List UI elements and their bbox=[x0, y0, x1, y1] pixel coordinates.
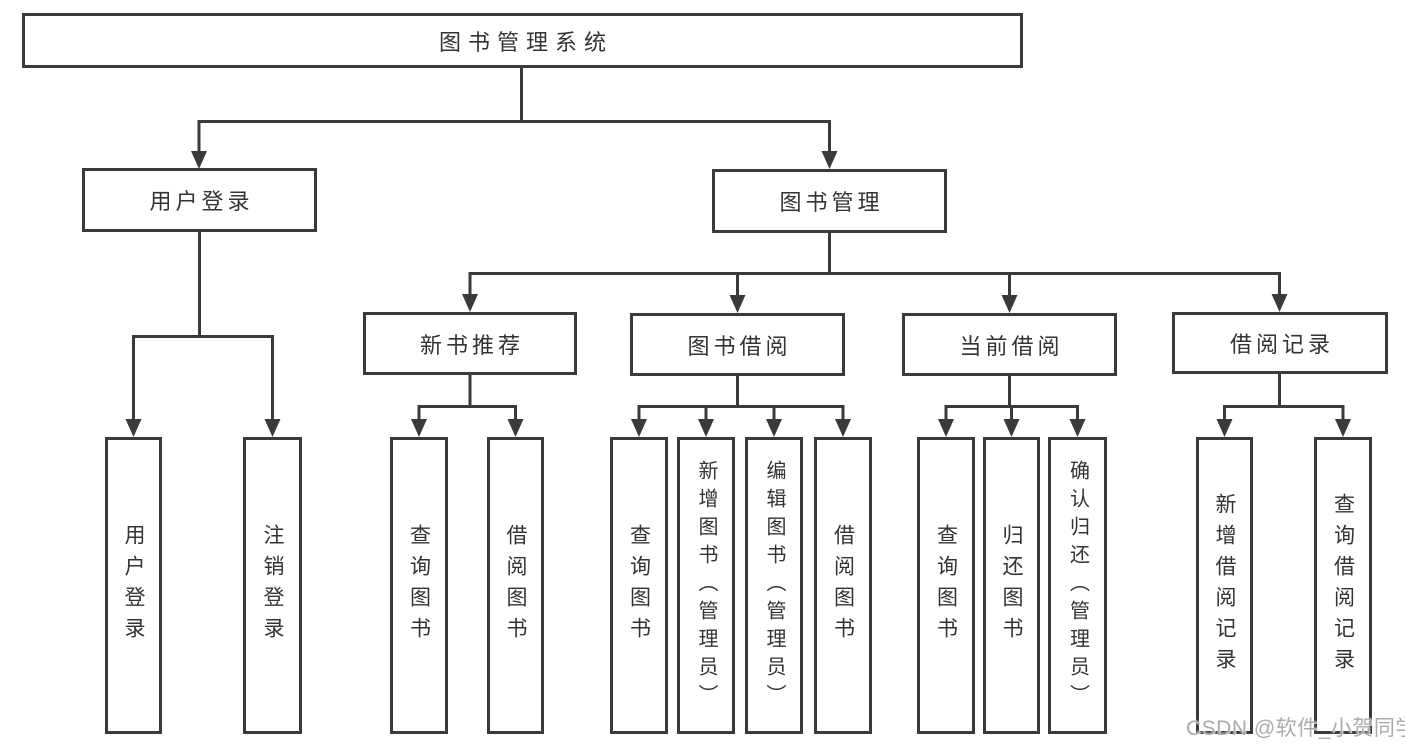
leaf-borrowing-query-books: 查询图书 bbox=[610, 437, 668, 734]
node-root: 图书管理系统 bbox=[22, 13, 1023, 68]
csdn-watermark: CSDN @软件_小贺同学 bbox=[1186, 717, 1405, 740]
leaf-records-query-record: 查询借阅记录 bbox=[1314, 437, 1372, 734]
leaf-borrowing-query-books-label: 查询图书 bbox=[627, 523, 651, 648]
leaf-borrowing-borrow-books: 借阅图书 bbox=[814, 437, 872, 734]
node-current-borrowing: 当前借阅 bbox=[902, 313, 1117, 376]
leaf-logout: 注销登录 bbox=[243, 437, 302, 734]
leaf-newbook-query-books: 查询图书 bbox=[390, 437, 448, 734]
leaf-user-login: 用户登录 bbox=[105, 437, 162, 734]
leaf-borrowing-add-books-admin-label: 新增图书（管理员） bbox=[695, 459, 717, 712]
node-current-borrowing-label: 当前借阅 bbox=[959, 333, 1064, 359]
leaf-current-confirm-return-admin: 确认归还（管理员） bbox=[1048, 437, 1107, 734]
leaf-records-query-record-label: 查询借阅记录 bbox=[1331, 492, 1355, 679]
node-book-borrowing-label: 图书借阅 bbox=[687, 333, 792, 359]
node-user-login: 用户登录 bbox=[82, 168, 317, 232]
node-new-book-recommend: 新书推荐 bbox=[363, 312, 577, 375]
leaf-newbook-borrow-books-label: 借阅图书 bbox=[504, 523, 527, 648]
leaf-borrowing-borrow-books-label: 借阅图书 bbox=[831, 523, 855, 648]
leaf-current-confirm-return-admin-label: 确认归还（管理员） bbox=[1066, 459, 1089, 712]
node-book-borrowing: 图书借阅 bbox=[630, 313, 845, 376]
connector-arrowheads bbox=[125, 151, 1351, 437]
leaf-current-return-books-label: 归还图书 bbox=[1000, 523, 1023, 648]
leaf-user-login-label: 用户登录 bbox=[122, 523, 145, 648]
node-book-management-label: 图书管理 bbox=[779, 190, 884, 215]
node-borrowing-records-label: 借阅记录 bbox=[1229, 332, 1334, 357]
leaf-current-return-books: 归还图书 bbox=[983, 437, 1040, 734]
leaf-records-add-record: 新增借阅记录 bbox=[1196, 437, 1253, 734]
leaf-borrowing-edit-books-admin: 编辑图书（管理员） bbox=[745, 437, 803, 734]
leaf-newbook-borrow-books: 借阅图书 bbox=[487, 437, 544, 734]
leaf-borrowing-add-books-admin: 新增图书（管理员） bbox=[677, 437, 735, 734]
node-new-book-recommend-label: 新书推荐 bbox=[419, 332, 524, 358]
node-borrowing-records: 借阅记录 bbox=[1172, 312, 1388, 374]
leaf-records-add-record-label: 新增借阅记录 bbox=[1213, 492, 1236, 679]
node-user-login-label: 用户登录 bbox=[149, 189, 254, 214]
leaf-logout-label: 注销登录 bbox=[261, 523, 284, 648]
leaf-current-query-books: 查询图书 bbox=[917, 437, 975, 734]
connector-strokes bbox=[132, 68, 1345, 420]
leaf-current-query-books-label: 查询图书 bbox=[934, 523, 958, 648]
leaf-borrowing-edit-books-admin-label: 编辑图书（管理员） bbox=[763, 459, 785, 712]
node-book-management: 图书管理 bbox=[712, 169, 947, 233]
leaf-newbook-query-books-label: 查询图书 bbox=[407, 523, 431, 648]
node-root-label: 图书管理系统 bbox=[438, 29, 613, 55]
